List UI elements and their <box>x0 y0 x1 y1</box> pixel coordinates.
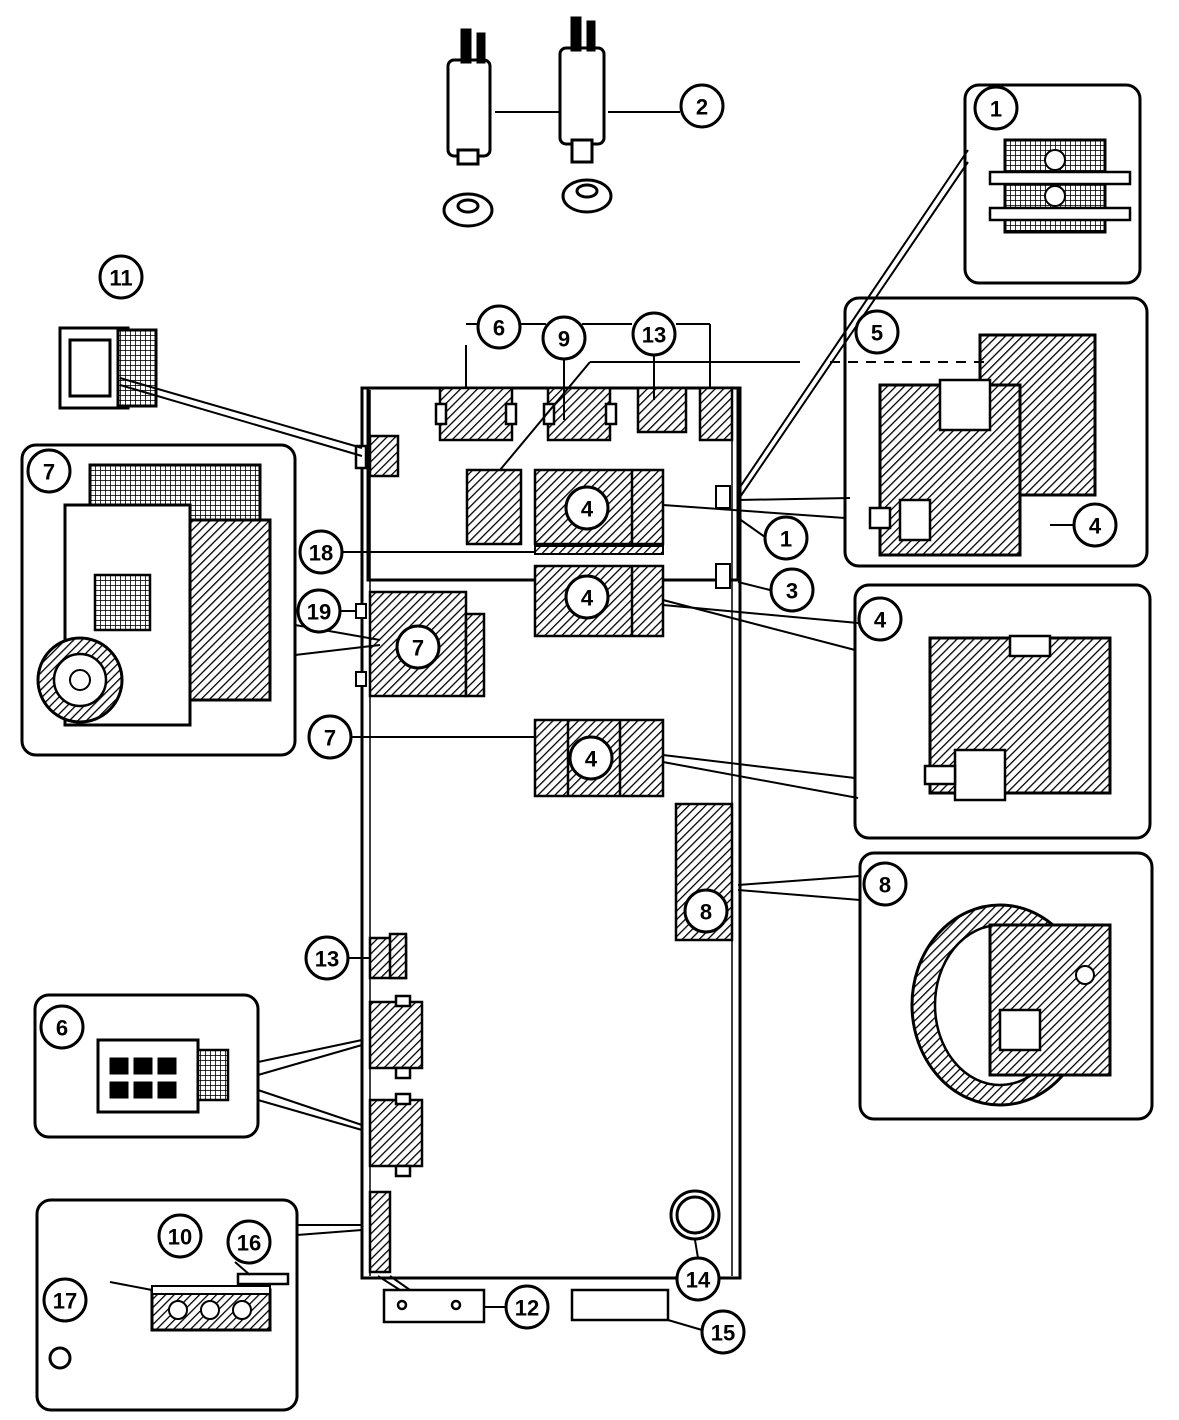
panel-side-clips <box>355 485 731 687</box>
callout-6-inset: 6 <box>39 1004 85 1050</box>
panel-grommet-14 <box>669 1189 721 1241</box>
svg-text:11: 11 <box>109 266 132 291</box>
svg-text:13: 13 <box>642 323 666 348</box>
callout-12: 12 <box>504 1284 550 1330</box>
svg-text:10: 10 <box>168 1225 192 1250</box>
svg-text:16: 16 <box>237 1231 261 1256</box>
inset-4 <box>853 583 1152 840</box>
capacitor-pair <box>442 16 613 228</box>
callout-13-left: 13 <box>304 935 350 981</box>
callout-18: 18 <box>298 529 344 575</box>
callout-8-panel: 8 <box>683 888 729 934</box>
inset-7 <box>20 443 297 757</box>
callout-13-top: 13 <box>631 311 677 357</box>
svg-text:8: 8 <box>700 900 712 925</box>
panel-switch-11-mount <box>354 434 400 478</box>
svg-text:19: 19 <box>307 600 331 625</box>
panel-relay-block <box>465 468 523 546</box>
callout-6-top: 6 <box>476 304 522 350</box>
svg-text:14: 14 <box>686 1268 711 1293</box>
panel-top-connectors <box>434 386 734 442</box>
svg-text:6: 6 <box>493 316 505 341</box>
callout-16: 16 <box>226 1219 272 1265</box>
svg-text:8: 8 <box>879 873 891 898</box>
callout-15: 15 <box>700 1309 746 1355</box>
svg-text:2: 2 <box>696 95 708 120</box>
callout-1-panel: 1 <box>763 515 809 561</box>
panel-left-connectors <box>368 932 424 1274</box>
callout-9: 9 <box>541 315 587 361</box>
inset-6 <box>33 993 260 1139</box>
callout-4-mid: 4 <box>564 574 610 620</box>
svg-text:7: 7 <box>324 726 336 751</box>
callout-7-panel: 7 <box>395 624 441 670</box>
callout-14: 14 <box>675 1256 721 1302</box>
svg-text:4: 4 <box>1089 514 1102 539</box>
callout-10: 10 <box>157 1213 203 1259</box>
callout-19: 19 <box>296 588 342 634</box>
svg-text:1: 1 <box>990 97 1002 122</box>
panel-contactor-low <box>533 718 665 798</box>
callout-4-inset5: 4 <box>1072 502 1118 548</box>
callouts: 1 1 2 3 4 4 4 4 4 5 6 6 7 7 7 8 8 9 10 1… <box>26 83 1118 1355</box>
callout-4-top: 4 <box>564 485 610 531</box>
svg-text:5: 5 <box>871 321 883 346</box>
mounting-strip-12 <box>382 1288 486 1324</box>
svg-text:18: 18 <box>309 541 333 566</box>
svg-text:12: 12 <box>515 1296 539 1321</box>
inset-5 <box>843 296 1149 568</box>
svg-text:4: 4 <box>581 586 594 611</box>
callout-4-inset: 4 <box>857 596 903 642</box>
svg-text:4: 4 <box>585 747 598 772</box>
inset-8 <box>858 851 1154 1121</box>
callout-8-inset: 8 <box>862 861 908 907</box>
callout-3: 3 <box>769 567 815 613</box>
callout-1-inset: 1 <box>973 85 1019 131</box>
label-plate-15 <box>570 1288 670 1322</box>
callout-17: 17 <box>42 1277 88 1323</box>
callout-7-left: 7 <box>307 714 353 760</box>
svg-text:13: 13 <box>315 947 339 972</box>
callout-2: 2 <box>679 83 725 129</box>
inset-1 <box>963 83 1142 285</box>
svg-text:4: 4 <box>874 608 887 633</box>
svg-text:9: 9 <box>558 327 570 352</box>
svg-text:6: 6 <box>56 1016 68 1041</box>
callout-4-low: 4 <box>568 735 614 781</box>
svg-text:7: 7 <box>43 460 55 485</box>
svg-text:15: 15 <box>711 1321 735 1346</box>
svg-text:3: 3 <box>786 579 798 604</box>
svg-text:17: 17 <box>53 1289 77 1314</box>
callout-5: 5 <box>854 309 900 355</box>
svg-text:4: 4 <box>581 497 594 522</box>
panel-rail-18 <box>534 545 664 555</box>
svg-text:7: 7 <box>412 636 424 661</box>
svg-text:1: 1 <box>780 527 792 552</box>
leader-lines <box>109 111 1075 1331</box>
callout-7-inset: 7 <box>26 448 72 494</box>
callout-11: 11 <box>98 254 144 300</box>
inset-switch-11 <box>58 326 158 410</box>
